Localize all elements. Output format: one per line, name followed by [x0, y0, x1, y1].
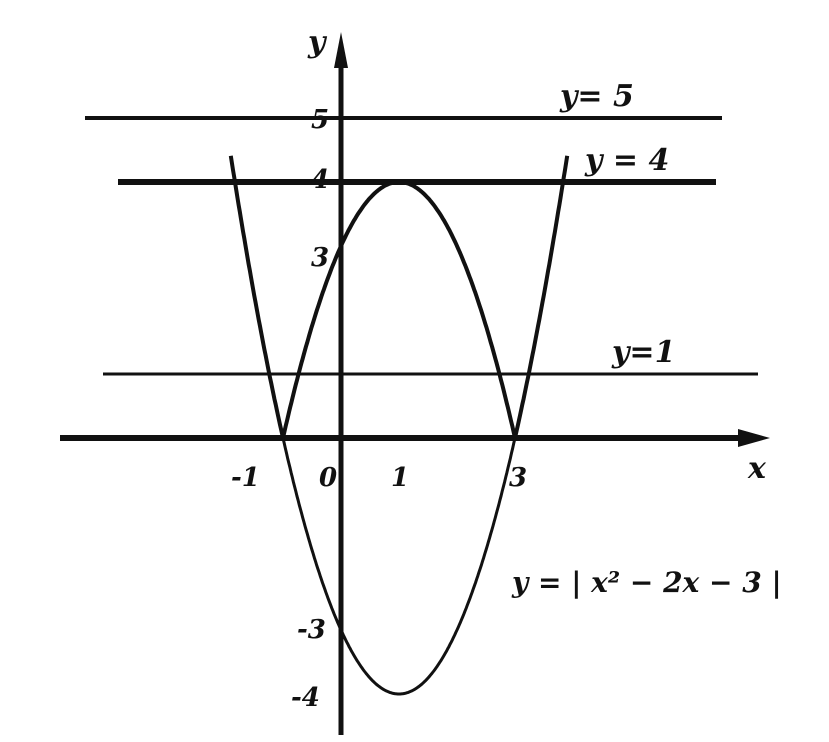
curves-group — [228, 155, 570, 696]
y-tick-label-3: 3 — [311, 243, 329, 273]
x-tick-label-1: 1 — [391, 463, 409, 493]
x-axis-arrow — [738, 429, 770, 447]
y-tick-label--3: -3 — [297, 615, 326, 645]
x-axis-label: x — [747, 451, 767, 486]
curve-reflected-part — [281, 437, 517, 696]
axes-group — [60, 32, 770, 735]
x-tick-label--1: -1 — [231, 463, 260, 493]
curve-abs-quadratic — [228, 155, 570, 438]
horizontal-lines-group — [85, 116, 758, 376]
hline-label-y-1: y=1 — [611, 335, 675, 370]
formula-annotation: y = | x² − 2x − 3 | — [511, 566, 782, 599]
y-tick-label-5: 5 — [311, 105, 329, 135]
y-axis-label: y — [307, 25, 328, 60]
y-tick-label-4: 4 — [311, 165, 329, 195]
hline-label-y-5: y= 5 — [559, 79, 634, 114]
x-tick-label-3: 3 — [509, 463, 527, 493]
labels-group: y= 5 y = 4 y=1 -1 0 1 3 5 4 3 -3 -4 x y y = | x² − 2x … — [231, 25, 782, 713]
x-tick-label-0: 0 — [319, 463, 337, 493]
y-tick-label--4: -4 — [291, 683, 320, 713]
y-axis-arrow — [334, 32, 348, 68]
hline-label-y-4: y = 4 — [584, 143, 669, 178]
